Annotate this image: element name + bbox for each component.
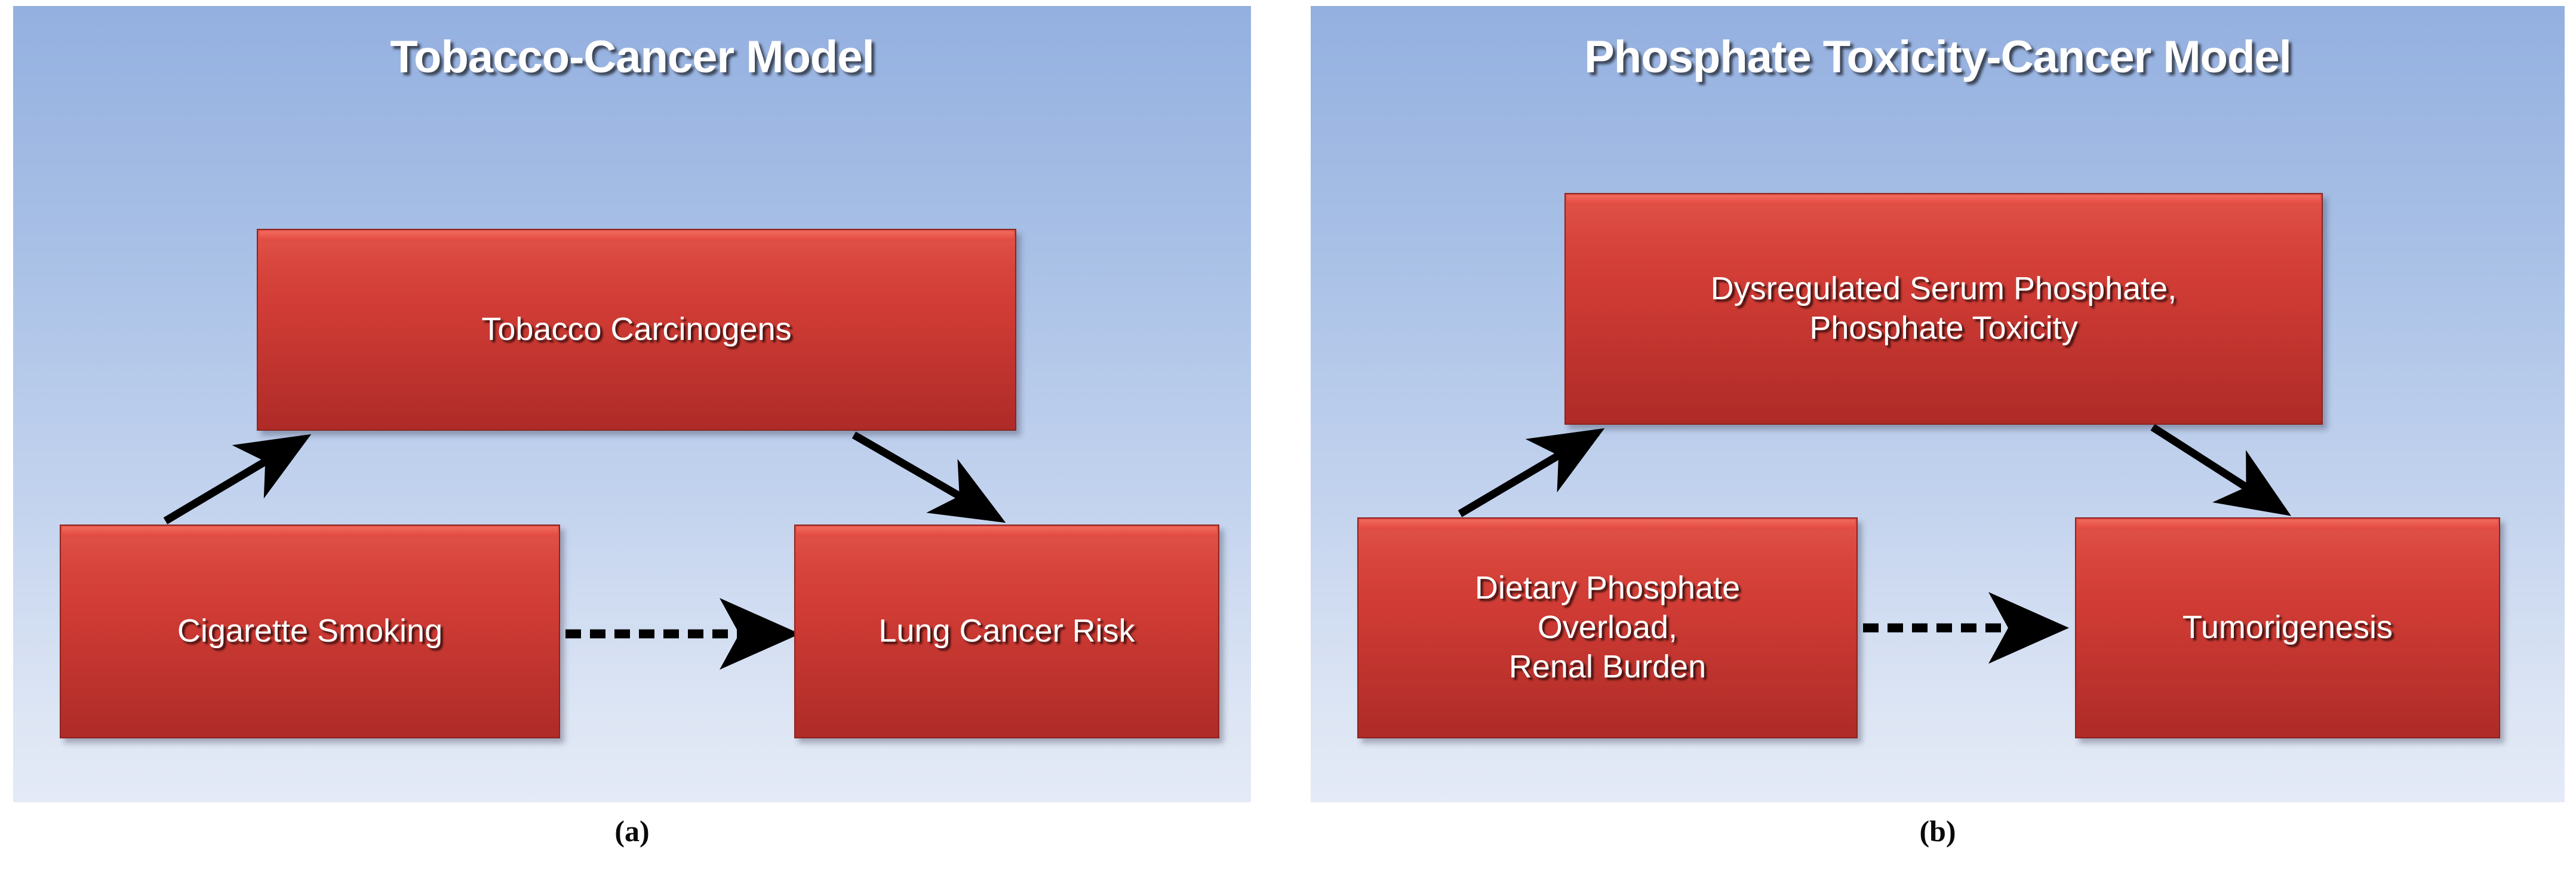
panel-a-edge-layer: [163, 431, 1006, 670]
panel-b-edge-layer: [1458, 424, 2292, 664]
panel-a-caption: (a): [614, 814, 650, 848]
node-dietary-line3: Renal Burden: [1508, 648, 1707, 685]
edge-dysregulated-to-tumorigenesis: [2150, 424, 2292, 516]
node-dietary-line1: Dietary Phosphate: [1474, 570, 1741, 606]
node-dietary-phosphate-overload-label: Dietary Phosphate Overload, Renal Burden: [1464, 569, 1751, 687]
panel-b-title: Phosphate Toxicity-Cancer Model: [1584, 32, 2292, 82]
panel-a-title: Tobacco-Cancer Model: [390, 32, 875, 82]
node-dietary-line2: Overload,: [1537, 609, 1678, 646]
panel-a-tobacco-cancer-model: Tobacco-Cancer Model Tobacco Ca: [13, 6, 1251, 802]
node-dysregulated-line1: Dysregulated Serum Phosphate,: [1710, 271, 2177, 307]
node-cigarette-smoking[interactable]: Cigarette Smoking: [60, 525, 560, 738]
node-dietary-phosphate-overload[interactable]: Dietary Phosphate Overload, Renal Burden: [1357, 517, 1858, 738]
node-dysregulated-serum-phosphate-label: Dysregulated Serum Phosphate, Phosphate …: [1700, 269, 2187, 348]
node-cigarette-smoking-label: Cigarette Smoking: [177, 613, 443, 649]
panel-b-caption: (b): [1919, 814, 1956, 848]
node-tobacco-carcinogens[interactable]: Tobacco Carcinogens: [257, 229, 1016, 431]
edge-dietary-to-dysregulated: [1458, 428, 1605, 517]
node-tumorigenesis[interactable]: Tumorigenesis: [2075, 517, 2500, 738]
node-lung-cancer-risk[interactable]: Lung Cancer Risk: [794, 525, 1219, 738]
node-lung-cancer-risk-label: Lung Cancer Risk: [878, 613, 1135, 649]
edge-smoking-to-carcinogens: [163, 434, 312, 525]
node-dysregulated-serum-phosphate[interactable]: Dysregulated Serum Phosphate, Phosphate …: [1564, 193, 2323, 425]
panel-b-phosphate-toxicity-cancer-model: Phosphate Toxicity-Cancer Model: [1311, 6, 2565, 802]
edge-carcinogens-to-lungcancer: [852, 431, 1006, 523]
node-dysregulated-line2: Phosphate Toxicity: [1809, 310, 2078, 346]
node-tobacco-carcinogens-label: Tobacco Carcinogens: [481, 311, 792, 348]
node-tumorigenesis-label: Tumorigenesis: [2182, 609, 2393, 646]
